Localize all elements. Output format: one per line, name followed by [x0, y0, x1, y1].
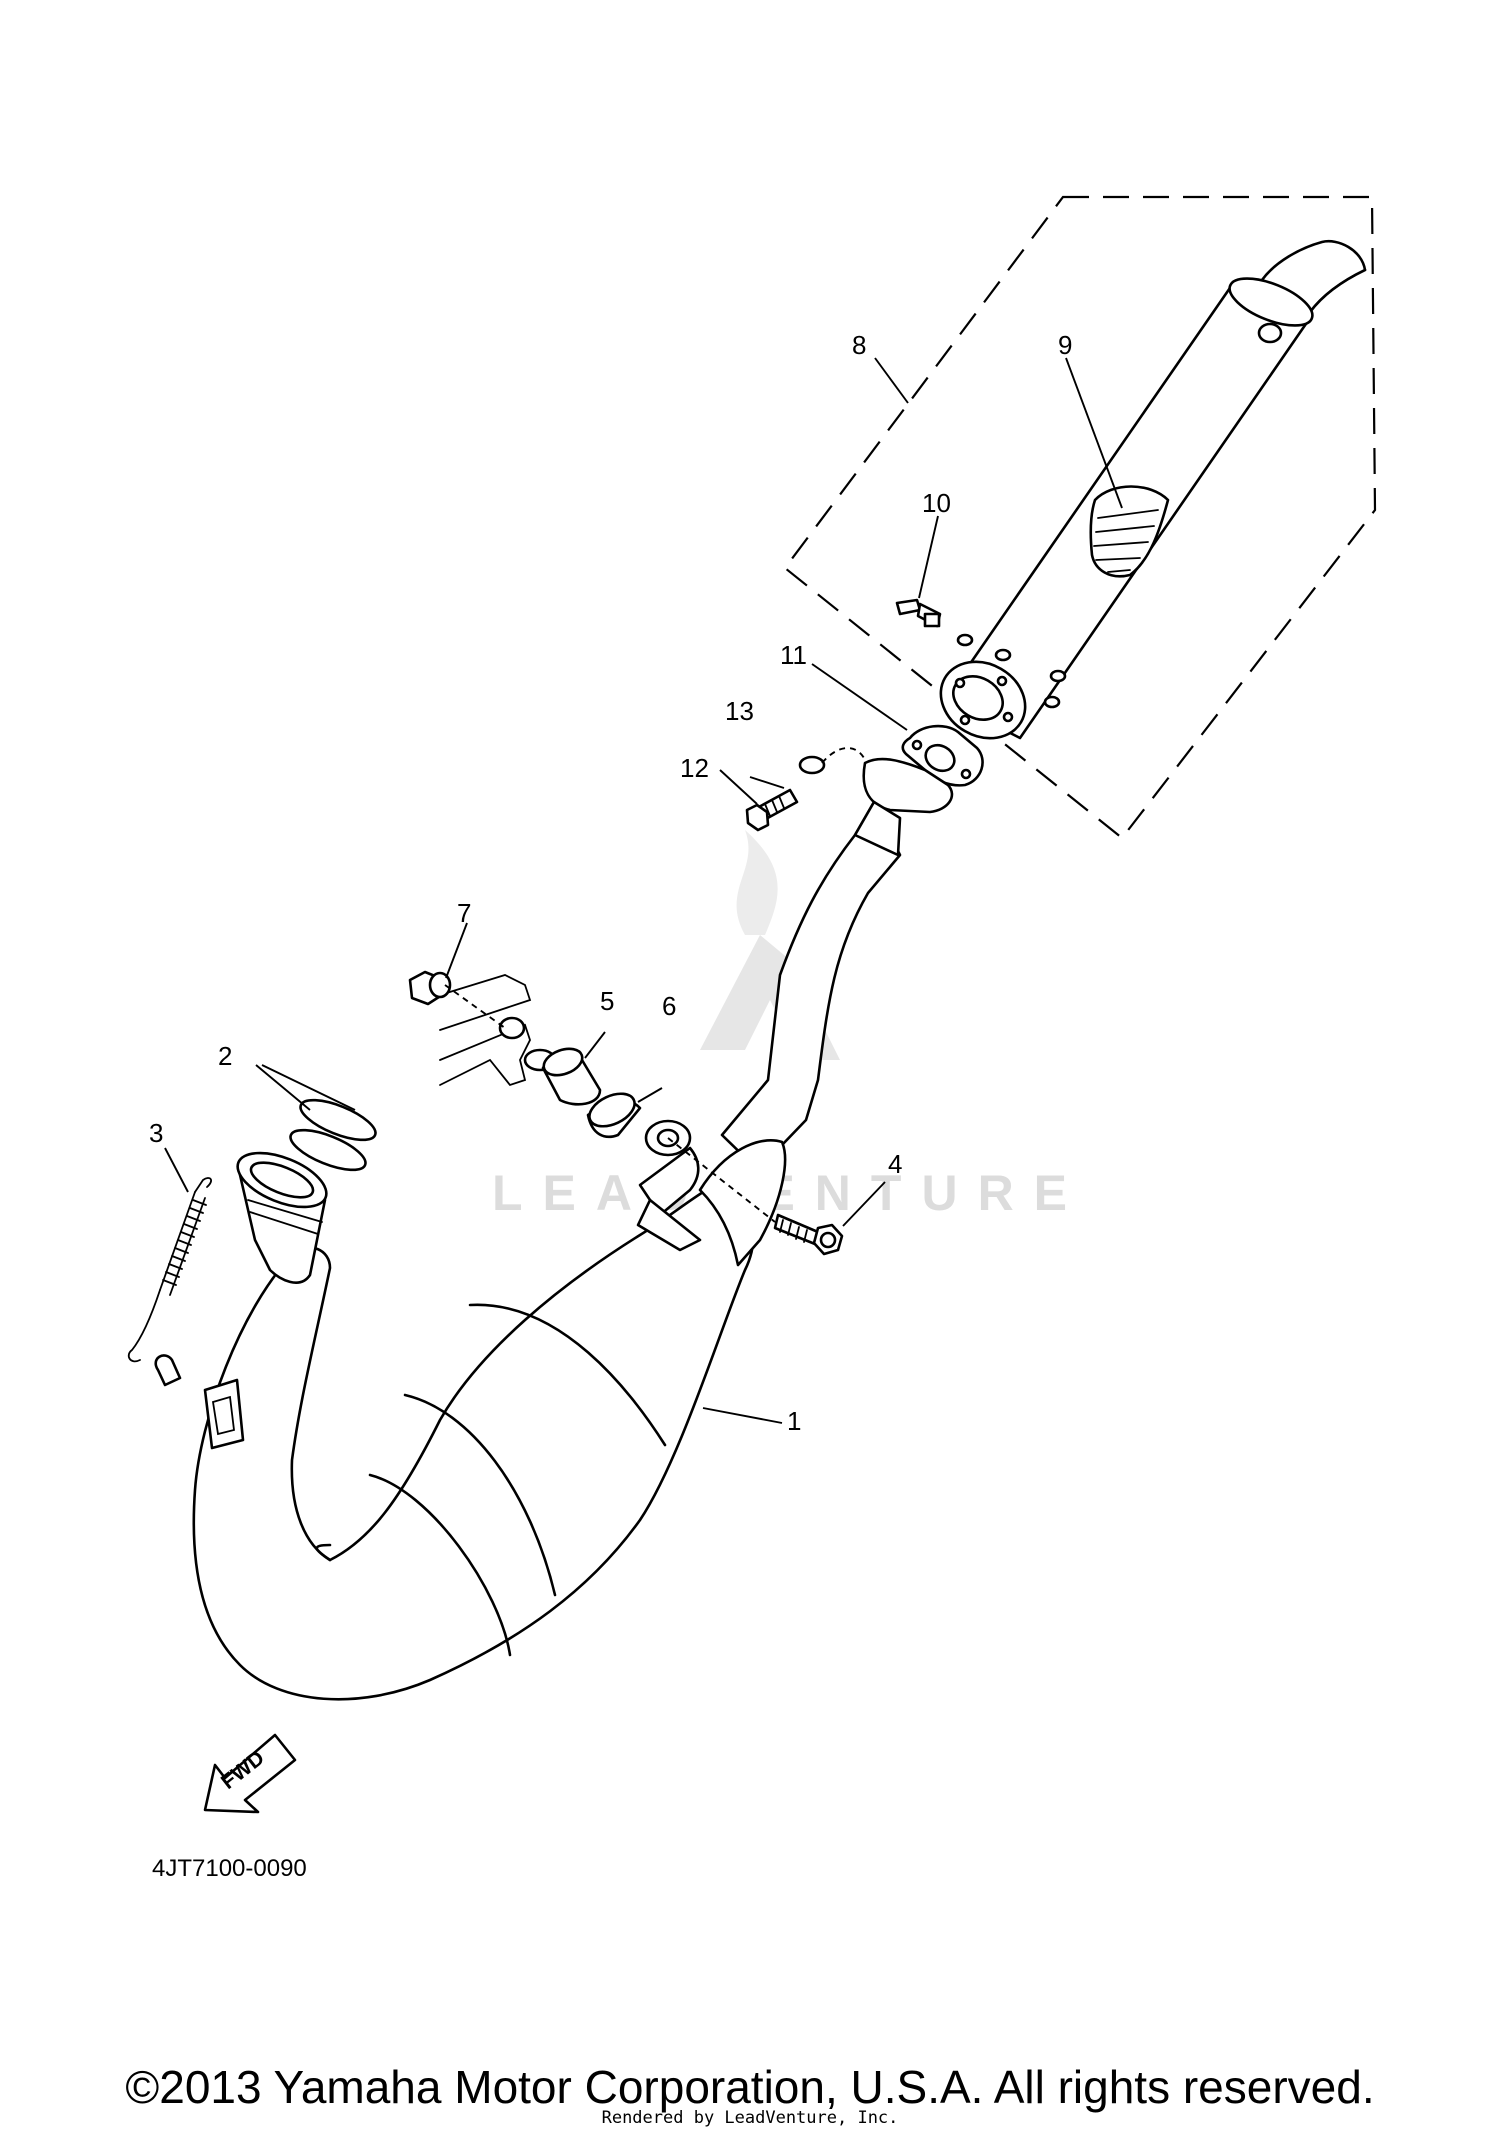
- callout-8: 8: [852, 330, 866, 360]
- copyright-notice: ©2013 Yamaha Motor Corporation, U.S.A. A…: [125, 2061, 1375, 2113]
- callout-9: 9: [1058, 330, 1072, 360]
- rivet: [895, 598, 942, 628]
- watermark-text: LEADVENTURE: [492, 1165, 1087, 1221]
- callout-1: 1: [787, 1406, 801, 1436]
- mount-hardware: [408, 970, 844, 1256]
- leader-lines: [164, 357, 1123, 1424]
- callout-13: 13: [725, 696, 754, 726]
- muffler-label-decal: [1089, 485, 1170, 578]
- washer-13: [798, 755, 826, 775]
- callout-10: 10: [922, 488, 951, 518]
- rendered-by-notice: Rendered by LeadVenture, Inc.: [601, 2108, 899, 2128]
- bolt-12: [745, 788, 799, 832]
- muffler-assembly-outline: [783, 195, 1377, 840]
- callout-6: 6: [662, 991, 676, 1021]
- callout-2: 2: [218, 1041, 232, 1071]
- callout-numbers: 1 2 3 4 5 6 7 8 9 10 11 12 13: [149, 330, 1072, 1436]
- callout-4: 4: [888, 1149, 902, 1179]
- spring: [127, 1177, 212, 1363]
- o-rings: [289, 1098, 377, 1172]
- forward-arrow: FWD: [203, 1733, 297, 1814]
- exhaust-pipe-1: [154, 757, 954, 1701]
- gasket: [901, 724, 984, 787]
- callout-3: 3: [149, 1118, 163, 1148]
- callout-5: 5: [600, 986, 614, 1016]
- drawing-code: 4JT7100-0090: [152, 1855, 307, 1882]
- callout-7: 7: [457, 898, 471, 928]
- callout-11: 11: [780, 640, 807, 670]
- callout-12: 12: [680, 753, 709, 783]
